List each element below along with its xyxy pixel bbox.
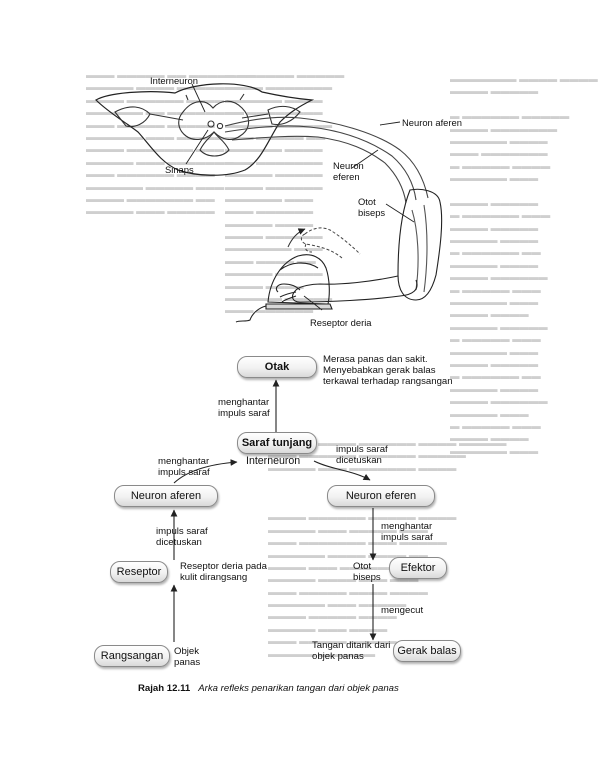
withdrawn-hand-outline [300, 227, 361, 259]
label-sinaps: Sinaps [165, 164, 194, 175]
arrow-aferen-to-interneuron [173, 459, 238, 484]
annotation-otot-biseps: Otot biseps [353, 561, 381, 583]
label-interneuron-illustration: Interneuron [150, 75, 198, 86]
figure-caption-text: Arka refleks penarikan tangan dari objek… [198, 683, 399, 694]
arm-illustration [275, 188, 443, 303]
annotation-reseptor-description: Reseptor deria pada kulit dirangsang [180, 561, 267, 583]
label-reseptor-deria-illustration: Reseptor deria [310, 317, 372, 328]
figure-caption: Rajah 12.11 Arka refleks penarikan tangan… [138, 683, 399, 694]
node-reseptor: Reseptor [110, 561, 168, 583]
annotation-mengecut: mengecut [381, 605, 424, 616]
spinal-cord-cross-section [95, 83, 315, 176]
figure-number: Rajah 12.11 [138, 683, 191, 694]
nerve-fiber-bundle [224, 116, 429, 204]
label-neuron-eferen-illustration: Neuron eferen [333, 160, 364, 182]
annotation-menghantar-otak: menghantar impuls saraf [218, 397, 270, 419]
node-saraf-tunjang: Saraf tunjang [237, 432, 317, 454]
node-neuron-aferen: Neuron aferen [114, 485, 218, 507]
annotation-interneuron: Interneuron [246, 455, 301, 467]
annotation-impuls-dicetuskan-right: impuls saraf dicetuskan [336, 444, 388, 466]
bleed-through-text-lower: ▬▬▬▬▬ ▬▬▬▬ ▬▬▬▬▬▬ ▬▬▬▬ ▬▬▬▬▬▬▬▬ ▬▬▬▬▬▬ ▬… [268, 438, 507, 660]
bleed-through-text-left: ▬▬▬ ▬▬▬▬▬ ▬▬ ▬▬▬▬▬▬▬▬▬▬▬▬ ▬▬▬▬ ▬▬▬▬▬▬▬▬▬… [86, 70, 256, 218]
iron-illustration [235, 254, 333, 323]
node-otak: Otak [237, 356, 317, 378]
withdrawal-motion-arrow [287, 228, 306, 248]
label-neuron-aferen-illustration: Neuron aferen [402, 117, 462, 128]
annotation-otak-description: Merasa panas dan sakit. Menyebabkan gera… [323, 354, 453, 387]
bleed-through-text-right: ▬▬▬▬▬▬▬ ▬▬▬▬ ▬▬▬▬▬▬▬▬ ▬▬▬▬▬ ▬ ▬▬▬▬▬▬ ▬▬▬… [450, 74, 598, 457]
arrow-interneuron-to-eferen [313, 460, 371, 481]
node-rangsangan: Rangsangan [94, 645, 170, 667]
annotation-objek-panas: Objek panas [174, 646, 201, 668]
node-neuron-eferen: Neuron eferen [327, 485, 435, 507]
annotation-tangan-ditarik: Tangan ditarik dari objek panas [312, 640, 391, 662]
illustration-leader-lines [185, 83, 415, 311]
flowchart-connectors [170, 379, 377, 642]
node-gerak-balas: Gerak balas [393, 640, 461, 662]
label-otot-biseps-illustration: Otot biseps [358, 196, 386, 218]
annotation-menghantar-eferen: menghantar impuls saraf [381, 521, 433, 543]
annotation-menghantar-aferen: menghantar impuls saraf [158, 456, 210, 478]
node-efektor: Efektor [389, 557, 447, 579]
annotation-impuls-dicetuskan-left: impuls saraf dicetuskan [156, 526, 208, 548]
